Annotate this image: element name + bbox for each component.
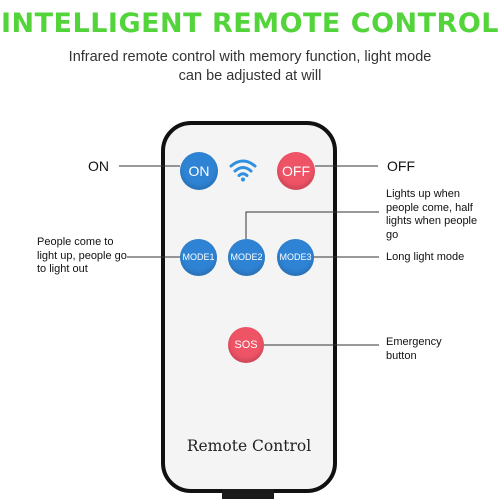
page-title: INTELLIGENT REMOTE CONTROL: [0, 8, 500, 39]
wifi-signal-icon: [229, 159, 257, 182]
mode3-button[interactable]: MODE3: [277, 239, 314, 276]
page-subtitle: Infrared remote control with memory func…: [68, 49, 432, 84]
remote-label: Remote Control: [186, 437, 312, 455]
battery-tab: [222, 489, 274, 499]
mode1-button[interactable]: MODE1: [180, 239, 217, 276]
off-callout: OFF: [387, 158, 415, 174]
mode1-callout: People come to light up, people go to li…: [37, 236, 127, 275]
sos-button[interactable]: SOS: [228, 327, 264, 363]
mode2-callout: Lights up when people come, half lights …: [386, 188, 478, 241]
sos-callout: Emergency button: [386, 336, 442, 362]
mode2-button[interactable]: MODE2: [228, 239, 265, 276]
mode3-callout: Long light mode: [386, 251, 465, 263]
off-button[interactable]: OFF: [277, 152, 315, 190]
on-callout: ON: [88, 158, 109, 174]
on-button[interactable]: ON: [180, 152, 218, 190]
